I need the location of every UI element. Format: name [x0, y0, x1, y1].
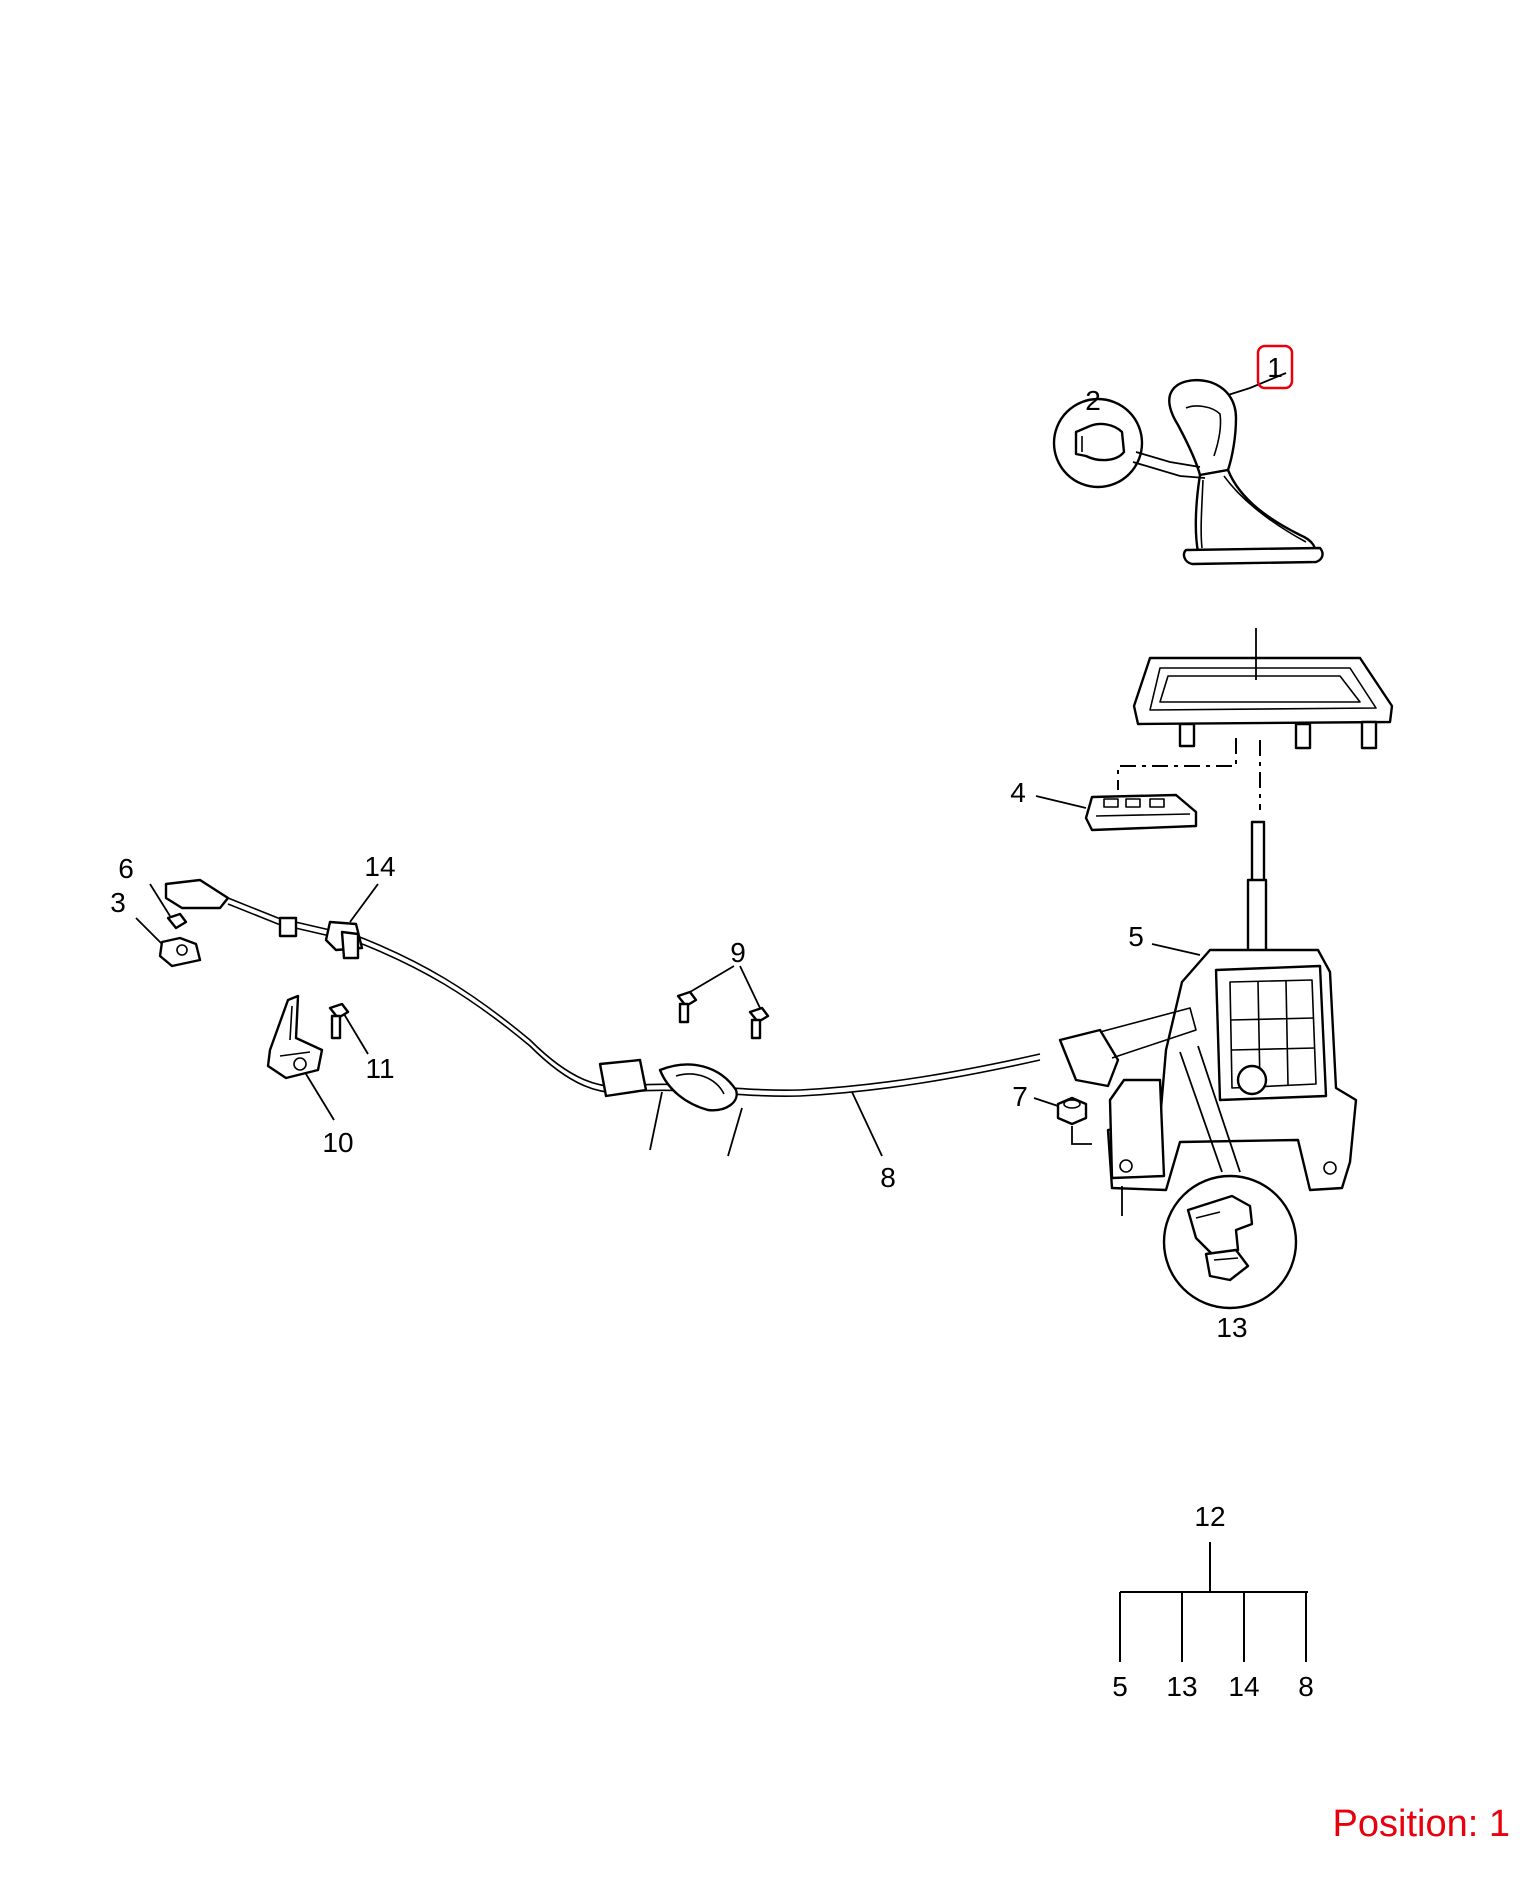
- leader-8: [851, 1091, 883, 1157]
- leader-9b: [739, 965, 761, 1009]
- leader-2: [1135, 451, 1201, 468]
- console-bezel: [1132, 656, 1394, 750]
- callout-10[interactable]: 10: [322, 1127, 353, 1158]
- leader-3: [135, 917, 163, 945]
- callout-8[interactable]: 8: [880, 1162, 896, 1193]
- callout-1-highlight: [1256, 344, 1294, 390]
- dash-module: [1117, 738, 1237, 790]
- leader-8-bracket-b: [727, 1107, 743, 1157]
- shift-knob-boot: [1168, 379, 1324, 566]
- tree-child-label[interactable]: 13: [1166, 1671, 1197, 1702]
- tree-child-label[interactable]: 8: [1298, 1671, 1314, 1702]
- callout-2[interactable]: 2: [1085, 385, 1101, 416]
- callout-4[interactable]: 4: [1010, 777, 1026, 808]
- callout-9[interactable]: 9: [730, 937, 746, 968]
- leader-7b: [1071, 1126, 1092, 1145]
- callout-13[interactable]: 13: [1216, 1312, 1247, 1343]
- leader-6: [149, 883, 171, 917]
- leader-13-a: [1179, 1051, 1223, 1173]
- kit-tree: [1119, 1542, 1308, 1662]
- shifter-assembly: [1058, 820, 1358, 1192]
- tree-child-label[interactable]: 5: [1112, 1671, 1128, 1702]
- bolt-11: [328, 1002, 350, 1040]
- cable-end-clip: [158, 912, 202, 968]
- callout-14[interactable]: 14: [364, 851, 395, 882]
- callout-6[interactable]: 6: [118, 853, 134, 884]
- leader-2b: [1132, 461, 1206, 479]
- leader-14: [349, 883, 379, 923]
- leader-10: [305, 1073, 335, 1121]
- retaining-clip-detail: [1052, 397, 1144, 489]
- leader-8-bracket-a: [649, 1091, 663, 1151]
- callout-5[interactable]: 5: [1128, 921, 1144, 952]
- leader-7: [1033, 1097, 1059, 1107]
- leader-1: [1227, 372, 1287, 396]
- hex-nut: [1056, 1096, 1088, 1126]
- leader-4: [1035, 795, 1087, 809]
- callout-7[interactable]: 7: [1012, 1081, 1028, 1112]
- switch-module: [1084, 793, 1198, 832]
- tree-root-label[interactable]: 12: [1194, 1501, 1225, 1532]
- leader-11: [343, 1013, 369, 1055]
- bolts-9: [676, 990, 770, 1040]
- callout-11[interactable]: 11: [365, 1053, 394, 1084]
- shift-cable: [164, 878, 1041, 1112]
- tree-child-label[interactable]: 14: [1228, 1671, 1259, 1702]
- position-indicator: Position: 1: [1332, 1803, 1510, 1845]
- leader-13-b: [1197, 1045, 1241, 1173]
- cable-clip-detail: [1162, 1174, 1298, 1310]
- callout-1[interactable]: 1: [1267, 352, 1283, 383]
- cable-bracket: [266, 994, 324, 1080]
- leader-9a: [689, 965, 735, 993]
- callout-3[interactable]: 3: [110, 887, 126, 918]
- leader-5: [1151, 943, 1201, 956]
